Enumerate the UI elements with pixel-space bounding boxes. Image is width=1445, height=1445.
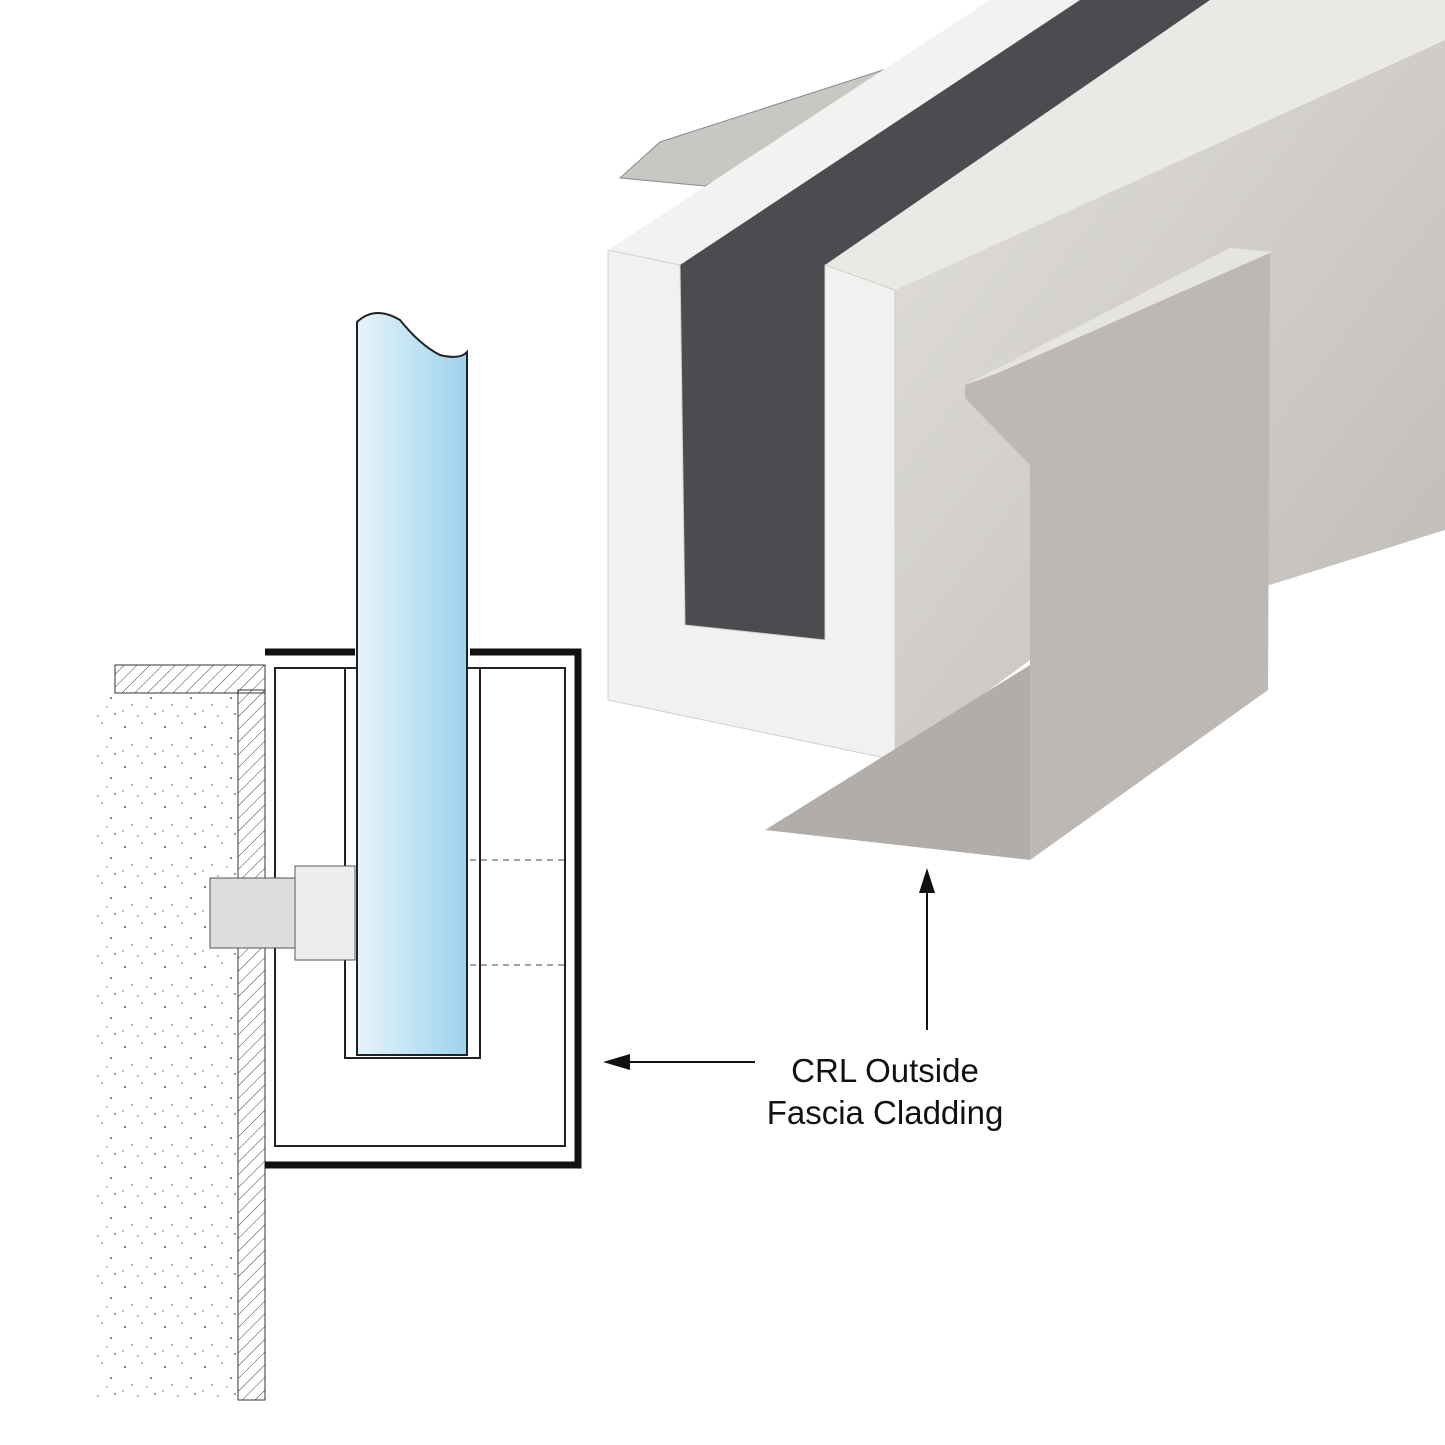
arrow-left-head bbox=[603, 1054, 630, 1070]
profile-top-left-edge bbox=[608, 0, 1080, 265]
fascia-cladding-outline bbox=[265, 648, 582, 1169]
anchor-bolt-thread bbox=[209, 877, 301, 949]
cladding-bottom-flange bbox=[765, 665, 1030, 860]
channel-interior bbox=[680, 0, 1210, 640]
cladding-top-lip bbox=[965, 248, 1272, 385]
profile-front-face bbox=[607, 249, 896, 761]
concrete-slab bbox=[95, 690, 240, 1400]
callout-arrows bbox=[603, 868, 935, 1070]
glass-pocket bbox=[344, 668, 481, 1059]
wall-hatch-top bbox=[114, 664, 266, 694]
callout-label-line2: Fascia Cladding bbox=[766, 1094, 1004, 1131]
anchor-bolt-nut bbox=[294, 865, 356, 961]
profile-top-edge bbox=[825, 0, 1445, 290]
wall-hatch-side bbox=[237, 689, 266, 1401]
cladding-front-panel bbox=[965, 252, 1270, 860]
profile-photo bbox=[607, 0, 1445, 860]
arrow-up-head bbox=[919, 868, 935, 893]
callout-label-line1: CRL Outside bbox=[791, 1052, 979, 1089]
glass-panel bbox=[356, 312, 468, 1056]
section-drawing bbox=[95, 312, 582, 1401]
